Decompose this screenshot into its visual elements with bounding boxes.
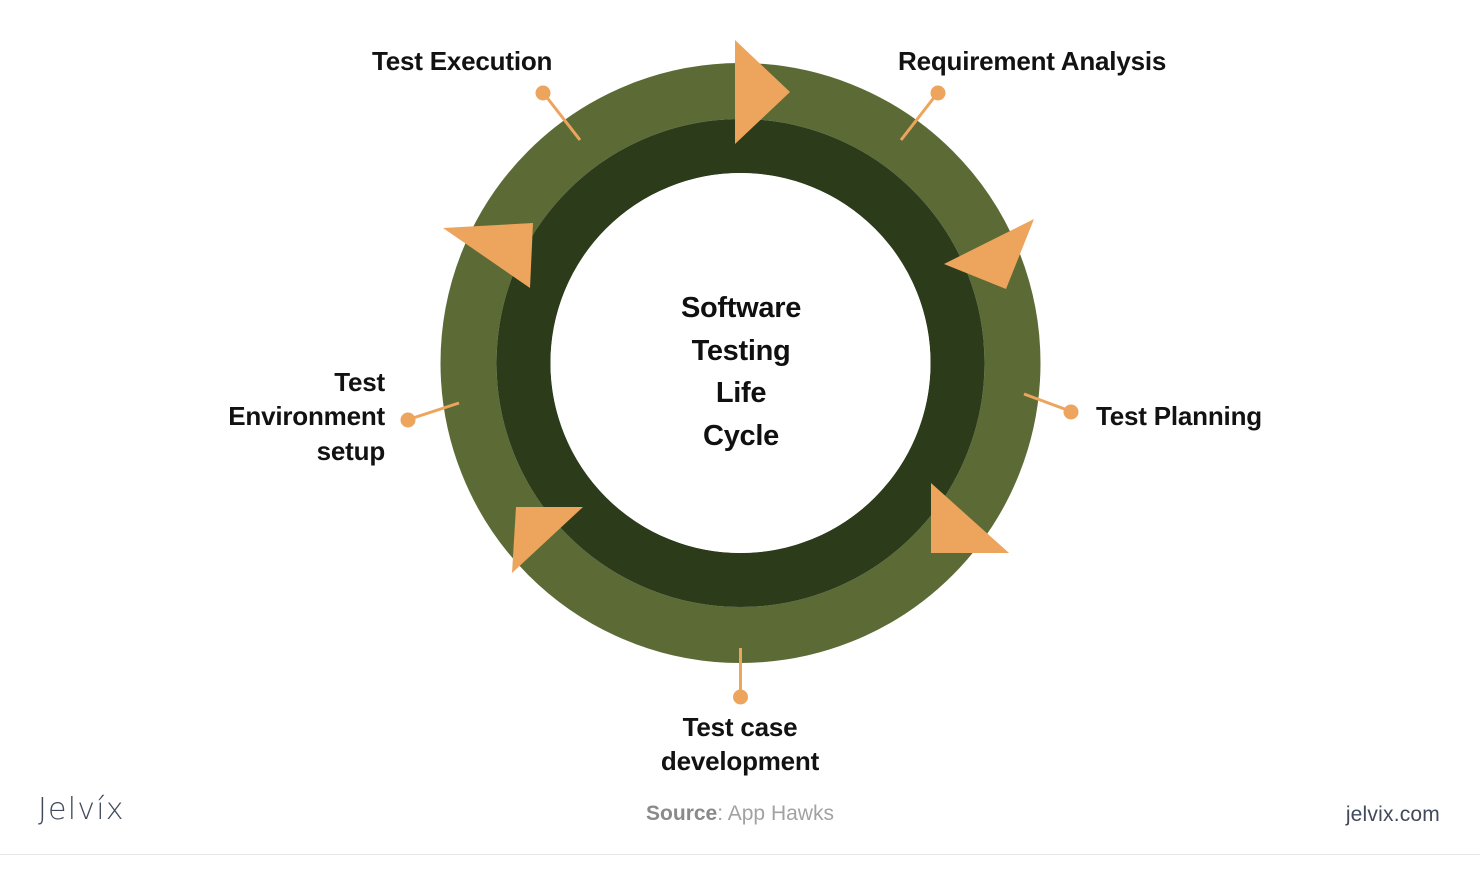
source-attribution: Source: App Hawks bbox=[0, 802, 1480, 826]
node-label-test-case-development[interactable]: Test case development bbox=[660, 712, 820, 777]
leader-line-requirement-analysis bbox=[899, 94, 938, 141]
leader-dot-requirement-analysis bbox=[930, 85, 946, 101]
leader-dot-test-case-development bbox=[733, 689, 748, 705]
leader-dot-test-execution bbox=[535, 85, 551, 101]
ring-inner bbox=[496, 119, 985, 607]
arrow-upper-left bbox=[443, 223, 533, 288]
ring-core bbox=[550, 173, 931, 553]
source-value: : App Hawks bbox=[717, 802, 834, 825]
leader-line-test-execution bbox=[543, 94, 582, 141]
leader-dot-test-planning bbox=[1063, 404, 1079, 420]
leader-dot-test-environment-setup bbox=[400, 412, 416, 428]
leader-lines bbox=[400, 85, 1079, 705]
arrow-lower-left bbox=[512, 507, 583, 573]
leader-line-test-environment-setup bbox=[409, 401, 460, 421]
leader-line-test-planning bbox=[1023, 392, 1071, 413]
node-label-test-environment-setup[interactable]: Test Environment setup bbox=[228, 367, 385, 466]
jelvix-logo[interactable]: Jelvíx bbox=[38, 792, 125, 827]
source-label: Source bbox=[646, 802, 718, 825]
arrow-markers bbox=[443, 40, 1034, 573]
site-url-link[interactable]: jelvix.com bbox=[1345, 803, 1440, 826]
footer-divider bbox=[0, 854, 1480, 855]
arrow-lower-right bbox=[931, 483, 1009, 553]
node-label-test-planning[interactable]: Test Planning bbox=[1096, 401, 1262, 431]
arrow-upper-right bbox=[944, 219, 1034, 289]
center-title: Software Testing Life Cycle bbox=[680, 292, 802, 452]
arrow-top bbox=[735, 40, 790, 144]
node-label-test-execution[interactable]: Test Execution bbox=[372, 46, 553, 76]
node-label-requirement-analysis[interactable]: Requirement Analysis bbox=[898, 46, 1167, 76]
